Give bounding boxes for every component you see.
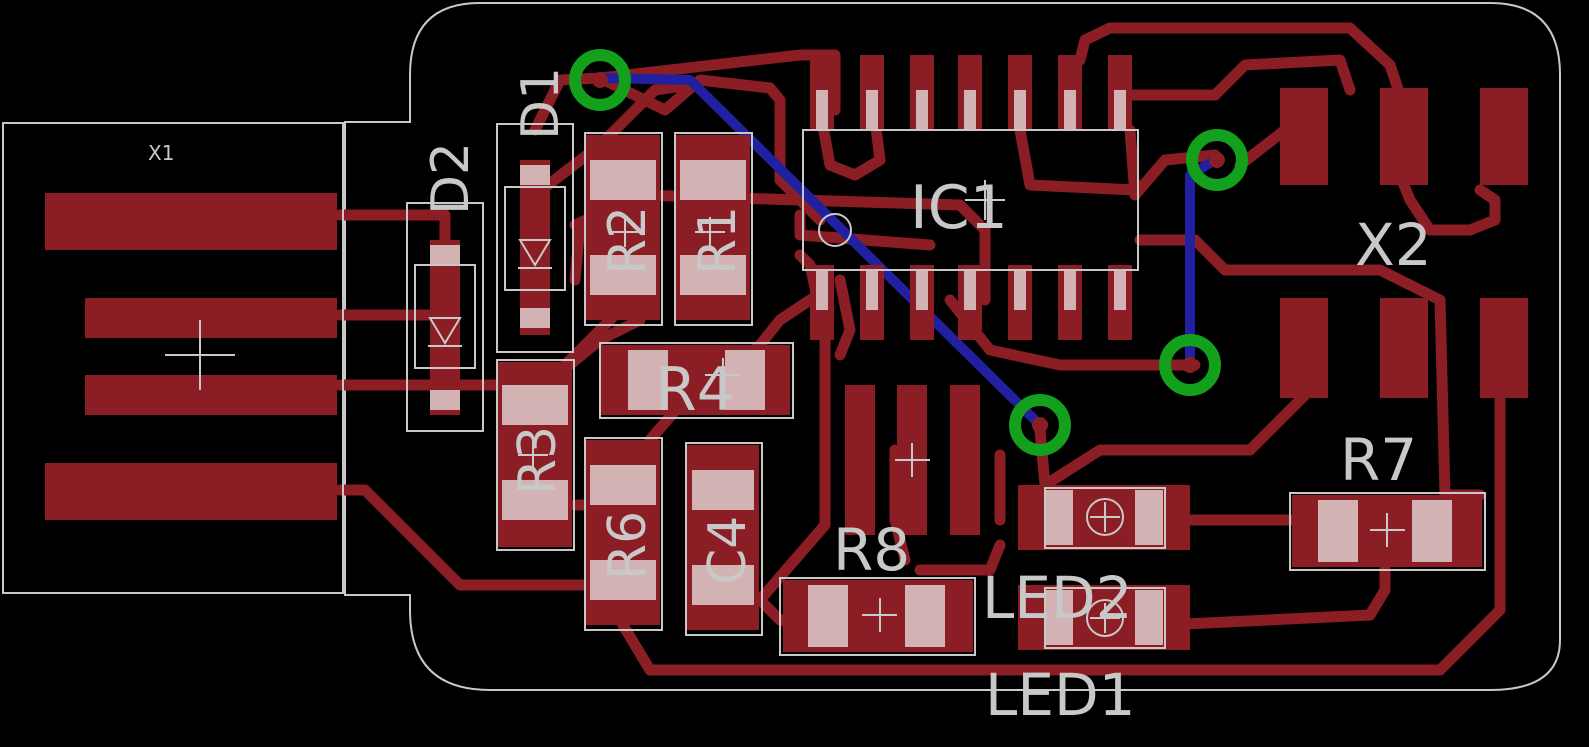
vias [569,49,1248,456]
label-d2: D2 [421,142,481,215]
via [1009,394,1071,456]
label-x2: X2 [1355,211,1432,279]
label-c4: C4 [698,516,758,585]
ic1-outline [802,129,1139,271]
label-r8: R8 [833,516,910,584]
via [1186,129,1248,191]
via [1159,334,1221,396]
label-r6: R6 [598,511,658,580]
smd-components [496,132,1486,656]
label-r7: R7 [1340,426,1417,494]
ic1-pad-highlights [816,90,1126,310]
label-r4: R4 [655,355,735,425]
x2-pads [1280,88,1528,398]
label-r2: R2 [598,206,658,275]
label-x1: X1 [148,141,174,165]
label-led2: LED2 [982,564,1133,632]
via [569,49,631,111]
usb-connector-pads [45,193,337,520]
ic1-pin1-marker [818,213,852,247]
label-r3: R3 [508,426,568,495]
label-ic1: IC1 [910,173,1008,243]
silkscreen [2,122,1405,637]
label-d1: D1 [511,67,571,140]
board-outline [344,2,1561,691]
label-led1: LED1 [985,661,1136,729]
label-r1: R1 [688,206,748,275]
x1-outline [2,122,344,594]
diodes [406,123,574,432]
